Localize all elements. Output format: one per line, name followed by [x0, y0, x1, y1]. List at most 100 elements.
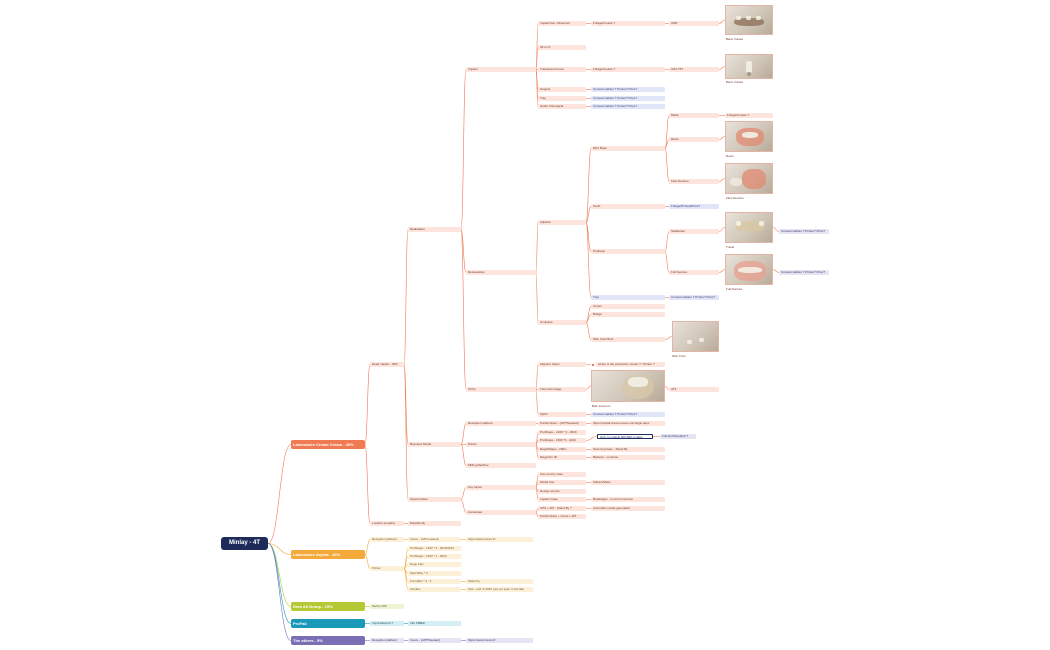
opportunities[interactable]: Opportunities — [408, 497, 461, 502]
others-reception[interactable]: Reception platform — [370, 638, 404, 643]
conjointe[interactable]: Conjointe — [538, 320, 586, 325]
connector-tray-restauration — [585, 222, 592, 298]
epc-metal-child[interactable]: Fritage/Coulée ? — [725, 113, 773, 118]
implant-bar-grand[interactable]: AMP — [669, 21, 719, 26]
dentall-child[interactable]: Sentry 200 — [370, 604, 404, 609]
arpeat-pr5[interactable]: Formlabs * 4 - 3 — [408, 579, 461, 584]
printer-megapro-child[interactable]: Backore - Lunitime — [591, 455, 665, 460]
branch-dent-all-group[interactable]: Dent All Group - 15% — [291, 602, 365, 611]
thermoformage-child[interactable]: AT3 — [669, 387, 719, 392]
tray-implant-child[interactable]: Consommables ? Printer? Price? — [591, 96, 665, 101]
gingiva[interactable]: Gingiva — [538, 87, 586, 92]
key-model-use[interactable]: Model Use — [538, 480, 586, 485]
all-on-x[interactable]: All on X — [538, 45, 586, 50]
arpeat-reception[interactable]: Reception platform — [370, 537, 404, 542]
transfered-crown-grand[interactable]: UNA ?Z? — [669, 67, 719, 72]
wax-crown[interactable]: Wax Crwn/Tent — [591, 337, 665, 342]
milling-machine[interactable]: Milling Machine — [466, 463, 536, 468]
printer-cream[interactable]: Printer — [466, 442, 536, 447]
arpeat-reception-child[interactable]: Imoov - (API needed) — [408, 537, 461, 542]
printer-proshape-2[interactable]: ProShape - L500 *2 - 2020 — [538, 438, 586, 443]
epc-base[interactable]: EPC Base — [591, 146, 665, 151]
key-model-use-child[interactable]: Gillram/Mass — [591, 480, 665, 485]
key-implant-case-child[interactable]: BreakApps - to print tomorrow — [591, 497, 665, 502]
bridge[interactable]: Bridge — [591, 312, 665, 317]
guide-chirurgical[interactable]: Guide Chirurgical — [538, 104, 586, 109]
accelerate-portail[interactable]: Portail Client + Cloud + API — [538, 514, 586, 519]
connector-realisation — [403, 229, 409, 365]
arpeat-pr6-child[interactable]: Test - end of 2020 (not yet seen in the … — [466, 587, 533, 592]
prothese-stellite[interactable]: Stellite/set — [669, 229, 719, 234]
guide-chirurgical-child[interactable]: Consommables ? Printer? Price? — [591, 104, 665, 109]
aligneur-clean[interactable]: Aligneur Clean — [538, 362, 586, 367]
printer-callout-child[interactable]: Full Arch/Sout/left ? — [660, 434, 696, 439]
connector-implant — [460, 69, 467, 230]
connector-prothese — [585, 222, 592, 252]
transfered-crown-child[interactable]: Fritage/Coulée ? — [591, 67, 665, 72]
ortho[interactable]: Ortho — [466, 387, 536, 392]
connector-warning-dot-icon — [585, 364, 592, 366]
portail-client[interactable]: Portail Client - (API?Needed) — [538, 421, 586, 426]
accelerate[interactable]: Accelerate — [466, 510, 536, 515]
arpeat-reception-url[interactable]: https://www.imoov.fr/ — [466, 537, 533, 542]
l-letters[interactable]: L-letters semaine — [370, 521, 404, 526]
branch-laboratoire-cream[interactable]: Laboratoire Cream Cream - 40% — [291, 440, 365, 449]
key-implant-case[interactable]: Implant Case — [538, 497, 586, 502]
head-master[interactable]: Head master - 40% — [370, 362, 404, 367]
crown[interactable]: Crown — [591, 304, 665, 309]
profab-grand[interactable]: Info KIBER — [408, 621, 461, 626]
splint-child[interactable]: Consommables ? Printer? Price? — [591, 412, 665, 417]
portail-client-url[interactable]: https://portail.cream.cream.com/login.as… — [591, 421, 665, 426]
key-topics[interactable]: Key topics — [466, 485, 536, 490]
arpeat-pr6[interactable]: Ortoflex — [408, 587, 461, 592]
gingiva-child[interactable]: Consommables ? Printer? Price? — [591, 87, 665, 92]
splint[interactable]: Splint — [538, 412, 586, 417]
teeth-child[interactable]: Fritage/Printed/Price? — [669, 204, 719, 209]
arpeat-pr5-child[interactable]: Stand by — [466, 579, 533, 584]
tray-restauration-child[interactable]: Consommables ? Printer? Price? — [669, 295, 719, 300]
business-model[interactable]: Business Model — [408, 442, 461, 447]
implant[interactable]: Implant — [466, 67, 536, 72]
tray-restauration[interactable]: Tray — [591, 295, 665, 300]
root-node-minlay[interactable]: Minlay - 4T — [221, 537, 268, 550]
branch-the-others[interactable]: The others - 5% — [291, 636, 365, 645]
printer-callout[interactable]: Only to models 500-600 models — [597, 434, 653, 439]
arpeat-pr4[interactable]: SprintRay * 2 — [408, 571, 461, 576]
epc-metal[interactable]: Métal — [669, 113, 719, 118]
implant-bar-child[interactable]: Fritage/Coulée ? — [591, 21, 665, 26]
others-reception-child[interactable]: Imoov - (API?Needed) — [408, 638, 461, 643]
aligneur-clean-child[interactable]: where is the production center ? / Print… — [596, 362, 665, 367]
reception-platform-cream[interactable]: Reception platform — [466, 421, 536, 426]
epc-flexi[interactable]: Flexi Denture — [669, 179, 719, 184]
adjointe[interactable]: Adjointe — [538, 220, 586, 225]
branch-laboratoire-arpeat[interactable]: Laboratoire Arpeat - 40% — [291, 550, 365, 559]
arpeat-pr3[interactable]: Dego Flex — [408, 562, 461, 567]
transfered-crown[interactable]: Transfered Crown — [538, 67, 586, 72]
printer-proshape-1[interactable]: ProShape - L300 * 3 - 2020 — [538, 430, 586, 435]
prothese-full[interactable]: Full Denture — [669, 270, 719, 275]
prothese-stellite-child[interactable]: Consommables ? Printer? Price? — [779, 229, 829, 234]
arpeat-pr2[interactable]: ProShape - L500 * 1 - 2020 — [408, 554, 461, 559]
restauration[interactable]: Restauration — [466, 270, 536, 275]
printer-rapidshape-child[interactable]: Scanning base - Stand By — [591, 447, 665, 452]
accelerate-cps-child[interactable]: Automatic model generation — [591, 506, 665, 511]
prothese-full-child[interactable]: Consommables ? Printer? Price? — [779, 270, 829, 275]
key-design-service[interactable]: Design service — [538, 489, 586, 494]
branch-profab[interactable]: ProFab — [291, 619, 365, 628]
printer-megapro[interactable]: Mega Pro 3K — [538, 455, 586, 460]
epc-resin[interactable]: Resin — [669, 137, 719, 142]
profab-child[interactable]: Imprint/Export ? — [370, 621, 404, 626]
key-use-cost[interactable]: Use cost by case — [538, 472, 586, 477]
tray-implant[interactable]: Tray — [538, 96, 586, 101]
prothese[interactable]: Prothèse — [591, 249, 665, 254]
accelerate-cps[interactable]: CPS + API - Stand By ? — [538, 506, 586, 511]
implant-bar[interactable]: Implant bar / Abutment — [538, 21, 586, 26]
teeth[interactable]: Teeth — [591, 204, 665, 209]
realisation[interactable]: Realisation — [408, 227, 461, 232]
arpeat-printer[interactable]: Printer — [370, 566, 404, 571]
others-reception-url[interactable]: https://www.imoov.fr/ — [466, 638, 533, 643]
arpeat-pr1[interactable]: ProShape - L300 * 3 - 2020/2021 — [408, 546, 461, 551]
printer-rapidshape[interactable]: RapidShape - 200m — [538, 447, 586, 452]
thermoformage[interactable]: Thermoformage — [538, 387, 586, 392]
l-letters-child[interactable]: Dileabondy — [408, 521, 461, 526]
